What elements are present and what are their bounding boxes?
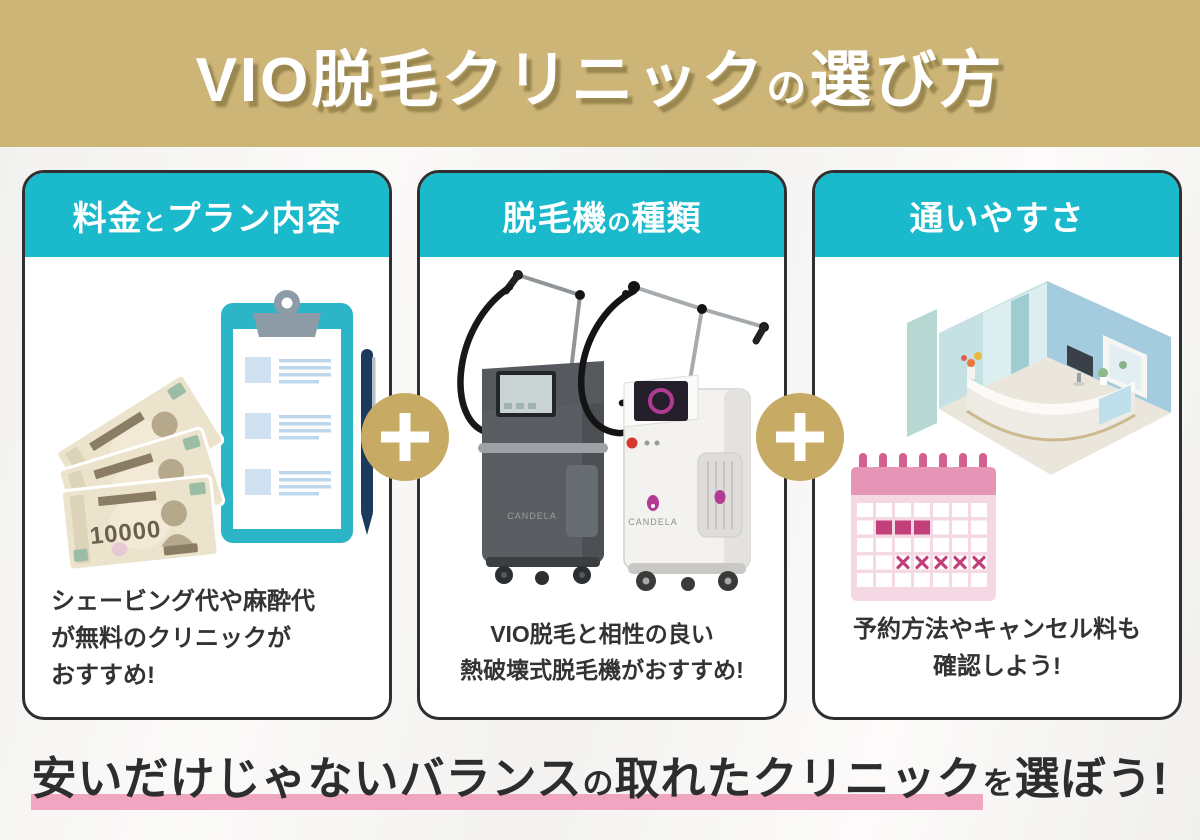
laser-machine-white: CANDELA [577, 281, 769, 591]
card-price-plan-caption: シェービング代や麻酔代 が無料のクリニックが おすすめ! [51, 583, 367, 695]
footer-small: を [982, 766, 1015, 801]
footer-headline: 安いだけじゃないバランスの取れたクリニックを選ぼう! [0, 742, 1200, 810]
footer-highlighted-text: 安いだけじゃないバランスの取れたクリニック [31, 753, 983, 810]
footer-post: 選ぼう! [1014, 753, 1169, 804]
laser-machines-illustration: CANDELA [457, 270, 769, 591]
card-accessibility: 通いやすさ [812, 170, 1182, 720]
footer-hl-small: の [582, 766, 615, 801]
card-machine-types-caption: VIO脱毛と相性の良い 熱破壊式脱毛機がおすすめ! [428, 617, 776, 688]
plus-icon [756, 393, 844, 481]
page-title-small: の [766, 65, 810, 110]
machine-brand-label: CANDELA [507, 511, 557, 521]
caption-line: VIO脱毛と相性の良い [490, 621, 714, 647]
card2-title-small: の [607, 208, 632, 235]
card-machine-types-title: 脱毛機の種類 [503, 191, 702, 240]
card-accessibility-title: 通いやすさ [910, 191, 1085, 240]
page-title-pre: VIO脱毛クリニック [195, 45, 767, 115]
caption-line: 確認しよう! [933, 653, 1061, 681]
clipboard-row-3 [245, 469, 331, 496]
card1-title-post: プラン内容 [166, 199, 342, 238]
machine-brand-label: CANDELA [628, 517, 678, 527]
footer-hl-post: 取れたクリニック [614, 753, 983, 804]
clipboard-row-1 [245, 357, 331, 384]
calendar-icon [851, 453, 996, 601]
caption-line: 予約方法やキャンセル料も [853, 616, 1141, 643]
card-price-plan: 料金とプラン内容 [22, 170, 392, 720]
card2-title-post: 種類 [631, 199, 702, 238]
clipboard-icon [221, 290, 353, 543]
clinic-reception-icon [907, 281, 1171, 475]
clinic-and-calendar-illustration [851, 281, 1171, 601]
calendar-x-marks [896, 555, 986, 570]
card1-title-small: と [142, 208, 167, 235]
card-price-plan-title: 料金とプラン内容 [73, 191, 342, 240]
card-accessibility-caption: 予約方法やキャンセル料も 確認しよう! [837, 611, 1157, 685]
page-title-post: 選び方 [809, 45, 1005, 115]
caption-line: が無料のクリニックが [51, 625, 291, 653]
header-band: VIO脱毛クリニックの選び方 [0, 0, 1200, 147]
caption-line: シェービング代や麻酔代 [51, 588, 315, 615]
plus-icon [361, 393, 449, 481]
card1-title-pre: 料金 [72, 199, 143, 238]
card3-title-pre: 通いやすさ [909, 199, 1085, 238]
yen-bills-icon: 10000 [55, 373, 226, 572]
money-and-clipboard-illustration: 10000 [55, 290, 376, 572]
caption-line: おすすめ! [51, 662, 155, 690]
clipboard-row-2 [245, 413, 331, 440]
card2-title-pre: 脱毛機 [502, 199, 608, 238]
page-title: VIO脱毛クリニックの選び方 [196, 29, 1005, 119]
card-machine-types-header: 脱毛機の種類 [420, 173, 784, 257]
card-price-plan-header: 料金とプラン内容 [25, 173, 389, 257]
card-machine-types: 脱毛機の種類 CANDELA [417, 170, 787, 720]
footer-hl-pre: 安いだけじゃないバランス [31, 753, 583, 804]
card-accessibility-header: 通いやすさ [815, 173, 1179, 257]
laser-machine-dark: CANDELA [457, 270, 608, 585]
caption-line: 熱破壊式脱毛機がおすすめ! [460, 656, 744, 683]
